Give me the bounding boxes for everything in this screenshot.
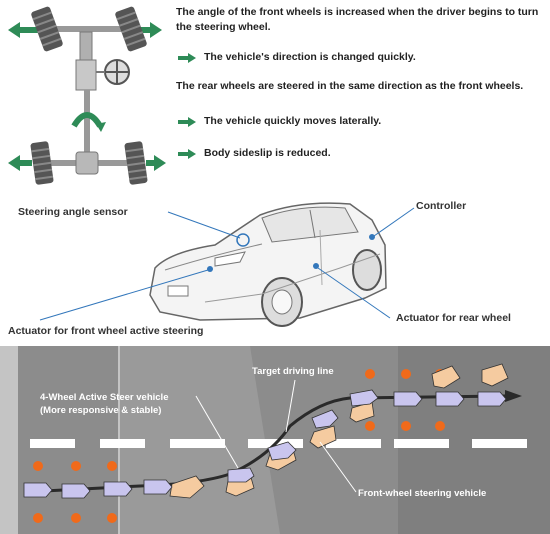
label-fws-vehicle: Front-wheel steering vehicle bbox=[358, 488, 487, 499]
label-4ws-subtitle: (More responsive & stable) bbox=[40, 405, 162, 416]
bullet-sideslip-text: Body sideslip is reduced. bbox=[204, 147, 331, 159]
leader-steering-sensor bbox=[167, 211, 241, 239]
leader-4ws bbox=[195, 395, 239, 469]
rear-left-wheel-icon bbox=[30, 141, 54, 185]
bullet-direction-text: The vehicle's direction is changed quick… bbox=[204, 51, 416, 63]
line-arrowhead-icon bbox=[505, 390, 522, 402]
leader-actuator-rear bbox=[317, 267, 391, 319]
green-arrow-icon bbox=[178, 116, 196, 127]
rear-right-arrow-icon bbox=[146, 155, 166, 171]
right-cones bbox=[365, 369, 445, 431]
left-turn-arrow-icon bbox=[8, 22, 38, 38]
bullet-sideslip: Body sideslip is reduced. bbox=[178, 146, 331, 161]
label-actuator-rear: Actuator for rear wheel bbox=[396, 312, 511, 324]
label-actuator-front: Actuator for front wheel active steering bbox=[8, 325, 204, 337]
rear-wheels-paragraph: The rear wheels are steered in the same … bbox=[176, 80, 524, 92]
four-wheel-steer-diagram bbox=[8, 6, 166, 185]
right-turn-arrow-icon bbox=[132, 22, 162, 38]
rear-left-arrow-icon bbox=[8, 155, 32, 171]
intro-paragraph: The angle of the front wheels is increas… bbox=[176, 6, 539, 33]
label-controller: Controller bbox=[416, 200, 467, 212]
front-right-wheel-icon bbox=[115, 6, 147, 52]
leader-controller bbox=[373, 207, 415, 237]
leader-target bbox=[285, 379, 296, 433]
front-left-wheel-icon bbox=[31, 6, 63, 52]
left-cones bbox=[33, 461, 117, 523]
bullet-lateral-text: The vehicle quickly moves laterally. bbox=[204, 115, 382, 127]
car-illustration bbox=[39, 202, 415, 327]
four-ws-vehicles bbox=[23, 389, 507, 499]
bullet-lateral: The vehicle quickly moves laterally. bbox=[178, 114, 381, 129]
rear-right-wheel-icon bbox=[124, 141, 148, 185]
label-steering-sensor: Steering angle sensor bbox=[18, 206, 128, 218]
bullet-direction: The vehicle's direction is changed quick… bbox=[178, 50, 416, 65]
driving-track bbox=[0, 346, 550, 534]
green-arrow-icon bbox=[178, 52, 196, 63]
label-target-line: Target driving line bbox=[252, 366, 334, 377]
rotation-arrow-icon bbox=[71, 112, 103, 128]
green-arrow-icon bbox=[178, 148, 196, 159]
label-4ws-vehicle: 4-Wheel Active Steer vehicle bbox=[40, 392, 169, 403]
leader-actuator-front bbox=[39, 269, 209, 321]
leader-fws bbox=[319, 441, 357, 493]
